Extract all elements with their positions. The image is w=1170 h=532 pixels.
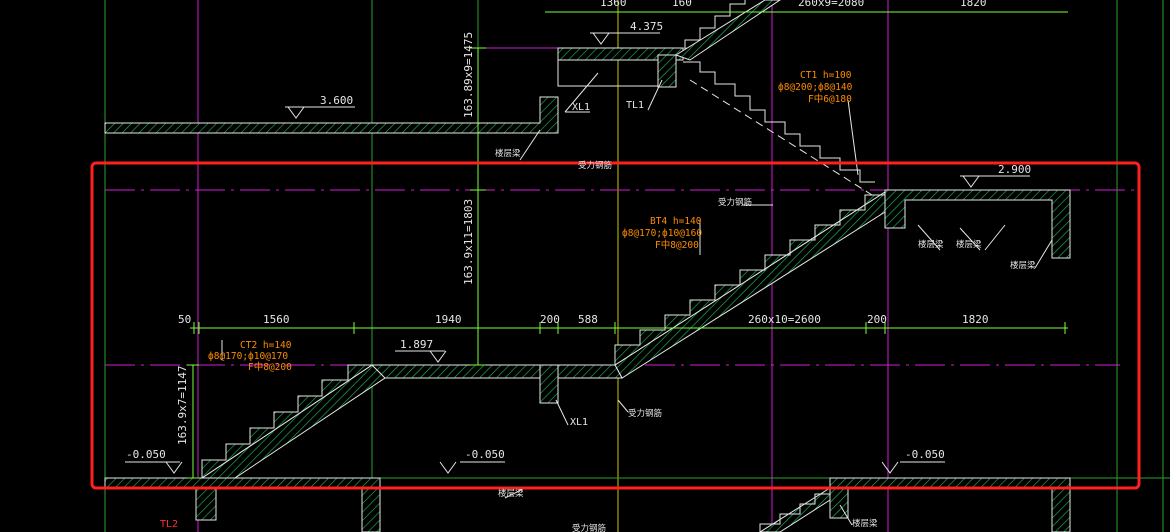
note-landing-b: 楼层梁	[918, 239, 944, 250]
mid-right-slab	[884, 189, 1071, 259]
dimension-lines	[187, 11, 1068, 479]
main-flight-steps	[614, 191, 886, 366]
elevation-ground-right: -0.050	[905, 448, 945, 461]
elevation-ground-left: -0.050	[126, 448, 166, 461]
ct1-line-1: CT1 h=100	[800, 70, 852, 81]
ground-beam-mid	[361, 487, 381, 532]
dim-bottom-0: 50	[178, 313, 191, 326]
tl2-beam	[195, 487, 217, 521]
highlight-rectangle	[90, 161, 1141, 490]
note-force-low: 受力钢筋	[628, 408, 662, 419]
ct2-line-3: F中8@200	[248, 361, 292, 373]
top-flight-steps	[684, 0, 746, 55]
note-landing-c: 楼层梁	[956, 239, 982, 250]
tl1-beam	[657, 54, 677, 88]
ct2-line-2: ф8@170;ф10@170	[208, 351, 288, 362]
elevation-markers	[125, 32, 1030, 474]
bt4-line-1: BT4 h=140	[650, 216, 702, 227]
dim-top-0: 1360	[600, 0, 627, 9]
dim-bottom-4: 588	[578, 313, 598, 326]
dim-top-3: 1820	[960, 0, 987, 9]
note-force-bottom: 受力钢筋	[572, 523, 606, 532]
elevation-upper: 3.600	[320, 94, 353, 107]
dim-bottom-2: 1940	[435, 313, 462, 326]
label-tl1: TL1	[626, 100, 644, 111]
bt4-line-2: ф8@170;ф10@160	[622, 228, 702, 239]
ground-beam-right-b	[1051, 487, 1071, 532]
xl1-mid-beam	[539, 364, 559, 404]
dim-bottom-5: 260x10=2600	[748, 313, 821, 326]
dim-low-riser: 163.9x7=1147	[176, 366, 189, 445]
note-landing-f: 楼层梁	[852, 518, 878, 529]
upper-floor-slab	[104, 96, 559, 134]
note-landing-d: 楼层梁	[1010, 260, 1036, 271]
note-landing-a: 楼层梁	[495, 148, 521, 159]
ct1-line-3: F中6@180	[808, 93, 852, 105]
label-xl1-mid: XL1	[570, 417, 588, 428]
note-landing-e: 楼层梁	[498, 488, 524, 499]
elevation-mid-landing: 1.897	[400, 338, 433, 351]
dim-top-riser: 163.89x9=1475	[462, 32, 475, 118]
dim-bottom-7: 1820	[962, 313, 989, 326]
low-flight-steps	[201, 364, 374, 479]
middle-structure	[201, 189, 1071, 489]
mid-landing-slab	[371, 364, 623, 379]
bottom-flight-steps	[759, 493, 830, 532]
label-tl2: TL2	[160, 519, 178, 530]
label-xl1-top: XL1	[572, 102, 590, 113]
leader-lines	[221, 72, 1053, 526]
dim-top-2: 260x9=2080	[798, 0, 864, 9]
elevation-mid-right: 2.900	[998, 163, 1031, 176]
note-force-top: 受力钢筋	[578, 160, 612, 171]
dim-top-1: 160	[672, 0, 692, 9]
note-force-mid: 受力钢筋	[718, 197, 752, 208]
ct2-line-1: CT2 h=140	[240, 340, 292, 351]
top-flight-slab	[674, 0, 781, 61]
bottom-flight-slab	[759, 487, 831, 532]
upper-structure	[104, 0, 875, 196]
upper-flight-dashed	[689, 79, 873, 196]
bt4-line-3: F中8@200	[655, 239, 699, 251]
dim-bottom-6: 200	[867, 313, 887, 326]
elevation-top: 4.375	[630, 20, 663, 33]
ct1-line-2: ф8@200;ф8@140	[778, 82, 853, 93]
dim-bottom-3: 200	[540, 313, 560, 326]
elevation-ground-mid: -0.050	[465, 448, 505, 461]
xl1-top-outline	[557, 59, 659, 87]
dim-bottom-1: 1560	[263, 313, 290, 326]
low-flight-slab	[201, 364, 386, 489]
dim-mid-riser: 163.9x11=1803	[462, 199, 475, 285]
